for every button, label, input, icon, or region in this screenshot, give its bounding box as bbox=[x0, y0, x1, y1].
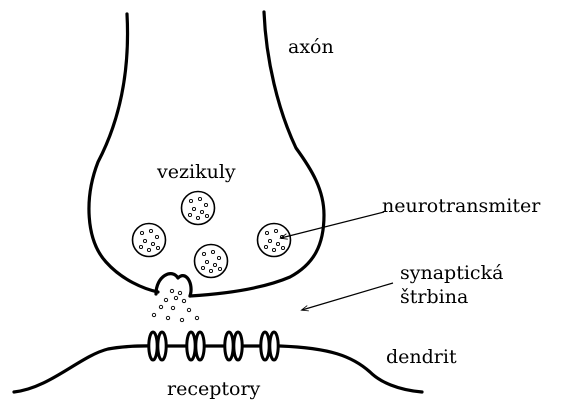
receptors-label: receptory bbox=[167, 378, 261, 400]
vesicle bbox=[182, 192, 215, 225]
neurotransmitter-label: neurotransmiter bbox=[382, 195, 541, 217]
receptor bbox=[225, 332, 242, 360]
vesicles-label: vezikuly bbox=[156, 161, 236, 183]
receptor bbox=[261, 332, 278, 360]
receptor bbox=[187, 332, 204, 360]
vesicle bbox=[258, 224, 291, 257]
axon-label: axón bbox=[288, 36, 334, 58]
vesicle bbox=[133, 224, 166, 257]
synaptic-cleft-label-line2: štrbina bbox=[400, 286, 468, 308]
receptor bbox=[149, 332, 166, 360]
dendrite-label: dendrit bbox=[386, 346, 457, 368]
vesicle bbox=[195, 245, 228, 278]
synaptic-cleft-label-line1: synaptická bbox=[400, 262, 503, 284]
fusing-vesicle bbox=[156, 274, 191, 296]
neurotransmitter-arrow bbox=[281, 212, 384, 238]
cleft-arrow bbox=[302, 283, 393, 310]
